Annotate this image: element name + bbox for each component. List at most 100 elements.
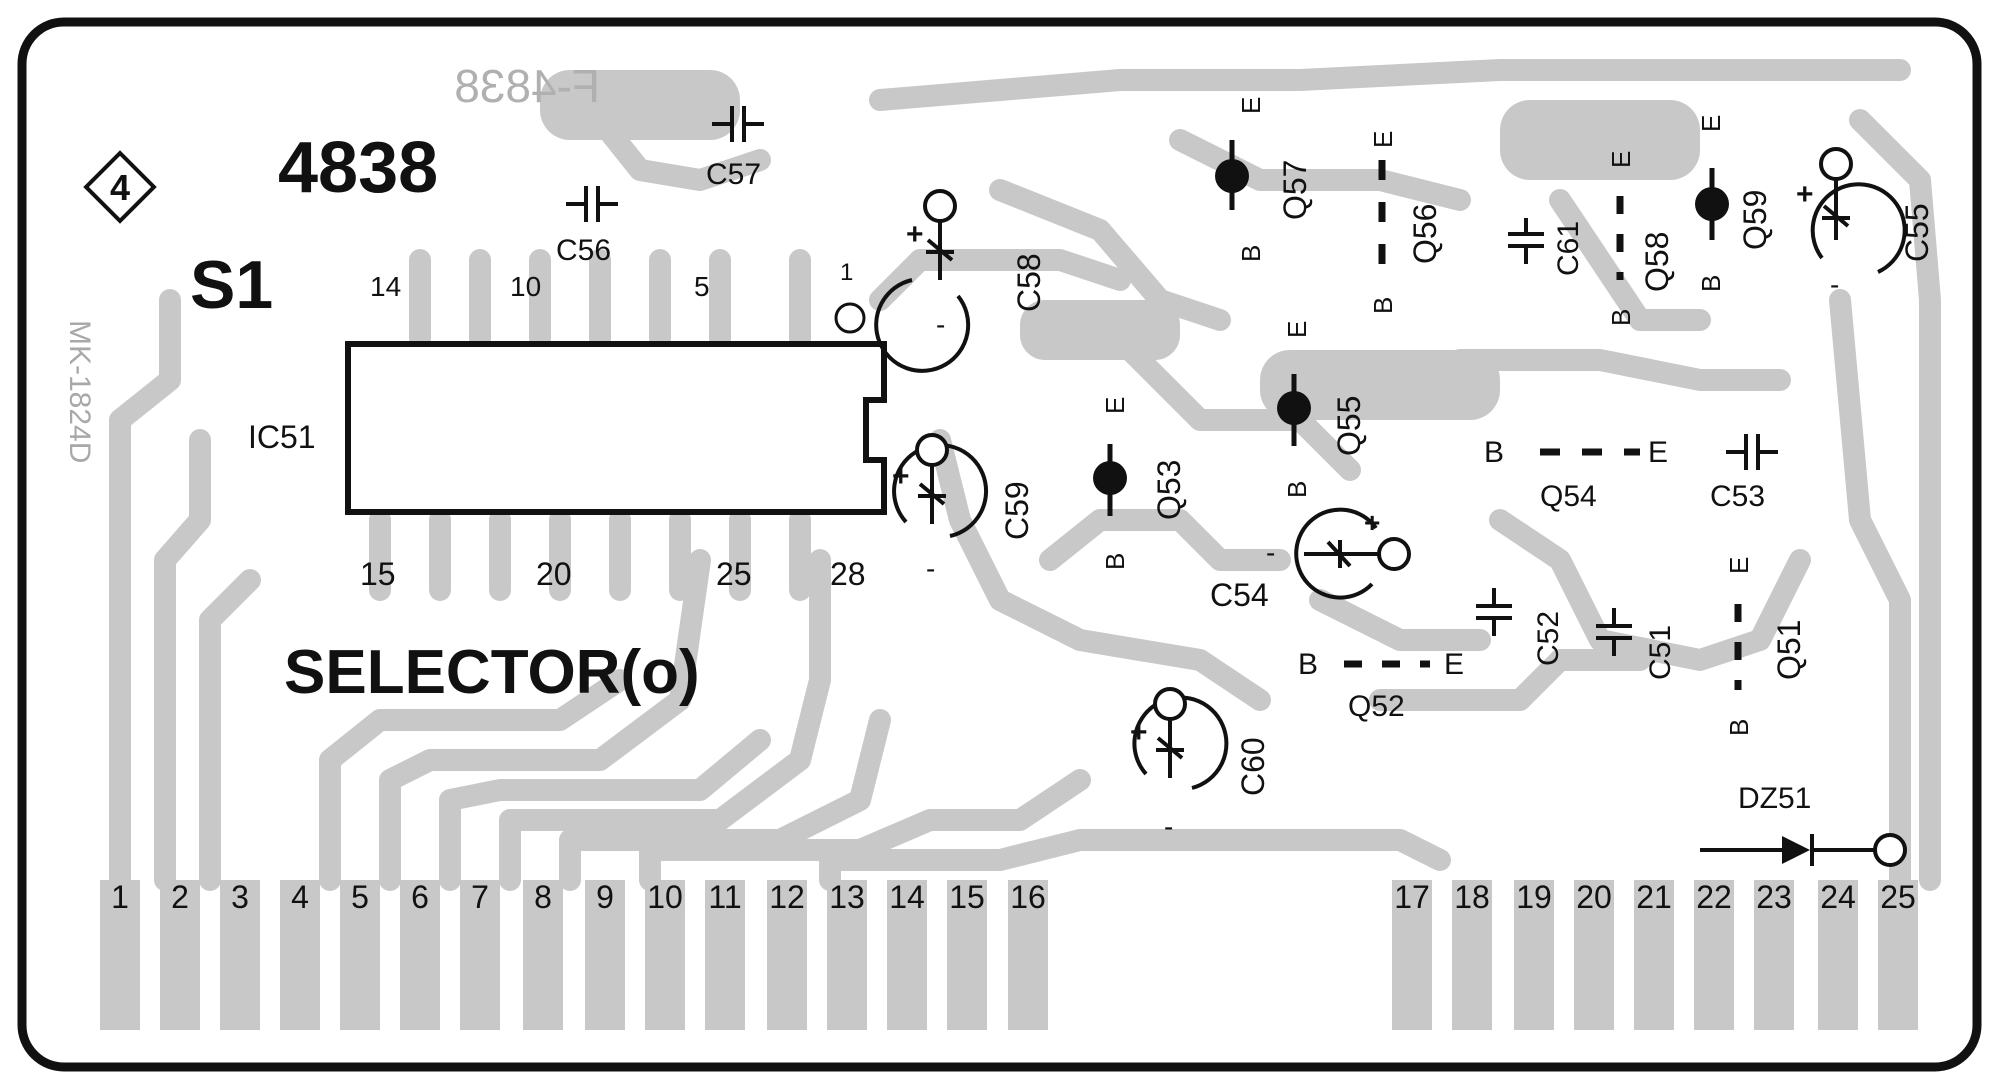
transistor-e: E (1696, 115, 1726, 132)
connector-finger (887, 880, 927, 1030)
transistor-b: B (1484, 436, 1504, 469)
connector-pin-label: 25 (1880, 879, 1916, 915)
connector-pin-label: 12 (769, 879, 805, 915)
copper-traces (109, 59, 1941, 891)
connector-finger (1818, 880, 1858, 1030)
transistor-label: Q59 (1737, 190, 1773, 250)
electrolytic-plus: + (1130, 716, 1148, 749)
ic-pin-label: 10 (510, 271, 541, 302)
connector-pin-label: 6 (411, 879, 429, 915)
mirrored-board-number: F-4838 (454, 60, 600, 112)
connector-pin-label: 1 (111, 879, 129, 915)
transistor-b: B (1696, 275, 1726, 292)
capacitor-c51: C51 (1596, 608, 1677, 680)
transistor-label: Q58 (1639, 232, 1675, 292)
connector-finger (705, 880, 745, 1030)
connector-finger (1392, 880, 1432, 1030)
transistor-q56: E B Q56 (1368, 131, 1443, 314)
connector-finger (1574, 880, 1614, 1030)
connector-pin-label: 7 (471, 879, 489, 915)
ic-pin-label: 15 (360, 556, 396, 592)
capacitor-label: C61 (1552, 221, 1585, 276)
electrolytic-label: C60 (1235, 737, 1271, 796)
connector-finger (1754, 880, 1794, 1030)
transistor-q55: E B Q55 (1277, 321, 1367, 498)
electrolytic-label: C55 (1899, 203, 1935, 262)
badge-number: 4 (110, 167, 130, 208)
connector-finger (947, 880, 987, 1030)
connector-pin-label: 19 (1516, 879, 1552, 915)
transistor-q54: B E Q54 (1484, 436, 1668, 513)
transistor-q52: B E Q52 (1298, 648, 1464, 723)
electrolytic-minus: - (936, 309, 945, 340)
capacitor-label: C56 (556, 234, 611, 267)
board-title: SELECTOR(o) (284, 638, 700, 707)
connector-pin-label: 5 (351, 879, 369, 915)
transistor-label: Q51 (1771, 620, 1807, 680)
connector-finger (645, 880, 685, 1030)
transistor-b: B (1606, 309, 1636, 326)
electrolytic-label: C59 (999, 481, 1035, 540)
connector-finger (280, 880, 320, 1030)
transistor-e: E (1724, 557, 1754, 574)
transistor-q59: E B Q59 (1695, 115, 1773, 292)
electrolytic-minus: - (1266, 537, 1275, 568)
connector-pin-label: 4 (291, 879, 309, 915)
capacitor-label: C57 (706, 158, 761, 191)
transistor-q57: E B Q57 (1215, 97, 1313, 262)
connector-pin-label: 14 (889, 879, 925, 915)
ic-label: IC51 (248, 419, 316, 455)
capacitor-label: C53 (1710, 480, 1765, 513)
connector-finger (1878, 880, 1918, 1030)
transistor-e: E (1444, 648, 1464, 681)
edge-connector (100, 880, 1918, 1030)
connector-pin-label: 9 (596, 879, 614, 915)
transistor-e: E (1648, 436, 1668, 469)
transistor-q51: E B Q51 (1724, 557, 1807, 736)
connector-finger (160, 880, 200, 1030)
transistor-e: E (1236, 97, 1266, 114)
electrolytic-minus: - (926, 553, 935, 584)
electrolytic-c60: + - C60 (1130, 687, 1271, 842)
connector-finger (220, 880, 260, 1030)
ic-pin-label: 5 (694, 271, 710, 302)
connector-pin-label: 23 (1756, 879, 1792, 915)
connector-finger (1514, 880, 1554, 1030)
connector-finger (523, 880, 563, 1030)
capacitor-c61: C61 (1508, 218, 1585, 276)
transistor-b: B (1236, 245, 1266, 262)
connector-pin-label: 11 (708, 879, 741, 915)
connector-pin-label: 8 (534, 879, 552, 915)
connector-finger (400, 880, 440, 1030)
transistor-label: Q57 (1277, 160, 1313, 220)
electrolytic-plus: + (1364, 507, 1380, 538)
electrolytic-plus: + (892, 460, 910, 493)
connector-finger (827, 880, 867, 1030)
electrolytic-c54: + - C54 (1210, 507, 1411, 613)
capacitor-label: C51 (1644, 625, 1677, 680)
connector-pin-label: 21 (1636, 879, 1672, 915)
connector-pin-label: 10 (647, 879, 683, 915)
connector-pin-label: 17 (1394, 879, 1430, 915)
transistor-b: B (1724, 719, 1754, 736)
transistor-label: Q53 (1151, 460, 1187, 520)
connector-finger (1452, 880, 1492, 1030)
connector-finger (460, 880, 500, 1030)
ic51: IC51 14 10 5 1 15 20 25 28 (248, 259, 887, 592)
connector-finger (1694, 880, 1734, 1030)
transistor-q53: E B Q53 (1093, 397, 1187, 570)
transistor-b: B (1282, 481, 1312, 498)
connector-pin-label: 2 (171, 879, 189, 915)
transistor-e: E (1100, 397, 1130, 414)
transistor-label: Q54 (1540, 480, 1597, 513)
side-text: MK-1824D (63, 320, 96, 463)
label-s1: S1 (190, 247, 273, 323)
electrolytic-label: C58 (1011, 253, 1047, 312)
electrolytic-c59: + - C59 (892, 433, 1035, 584)
transistor-q58: E B Q58 (1606, 151, 1675, 326)
connector-finger (767, 880, 807, 1030)
ic-pin-label: 28 (830, 556, 866, 592)
capacitor-c53: C53 (1710, 434, 1778, 513)
